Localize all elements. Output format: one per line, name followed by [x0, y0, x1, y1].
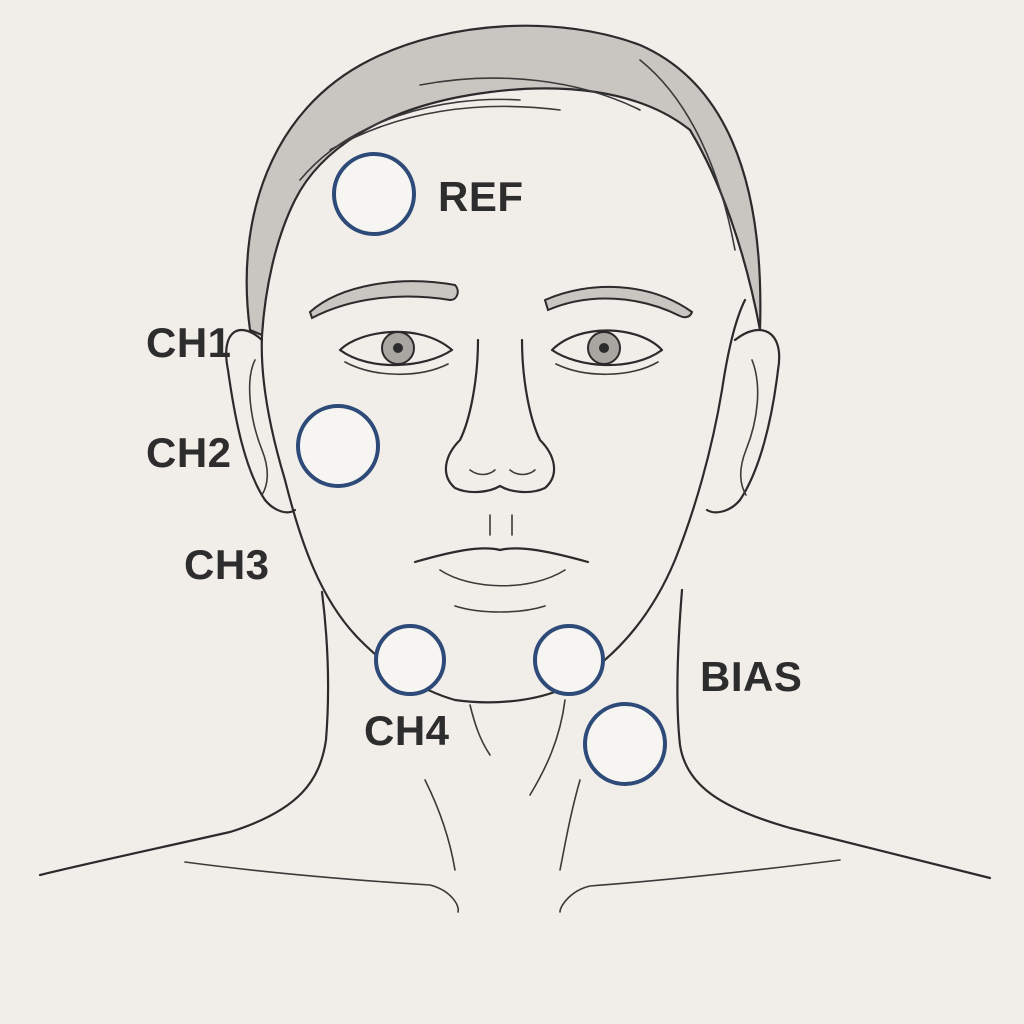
electrode-ch4-left — [374, 624, 446, 696]
neck-right — [676, 588, 992, 880]
left-ear — [225, 329, 297, 514]
label-bias: BIAS — [700, 653, 803, 700]
right-clavicle — [559, 859, 841, 913]
electrode-ref — [332, 152, 416, 236]
label-ch4: CH4 — [364, 707, 450, 754]
right-eye — [550, 329, 664, 367]
electrode-bias — [583, 702, 667, 786]
label-ch2: CH2 — [146, 429, 232, 476]
electrode-ch2 — [296, 404, 380, 488]
mouth — [413, 547, 590, 564]
electrode-ch4-right — [533, 624, 605, 696]
neck-left — [38, 590, 330, 877]
label-ch3: CH3 — [184, 541, 270, 588]
left-eye — [338, 330, 454, 367]
face-outline — [260, 298, 747, 704]
right-eyebrow — [543, 285, 694, 319]
label-ch1: CH1 — [146, 319, 232, 366]
left-eyebrow — [308, 280, 459, 320]
hair — [245, 24, 762, 337]
right-ear — [705, 329, 781, 514]
nose — [444, 338, 556, 494]
left-clavicle — [184, 861, 459, 913]
label-ref: REF — [438, 173, 524, 220]
